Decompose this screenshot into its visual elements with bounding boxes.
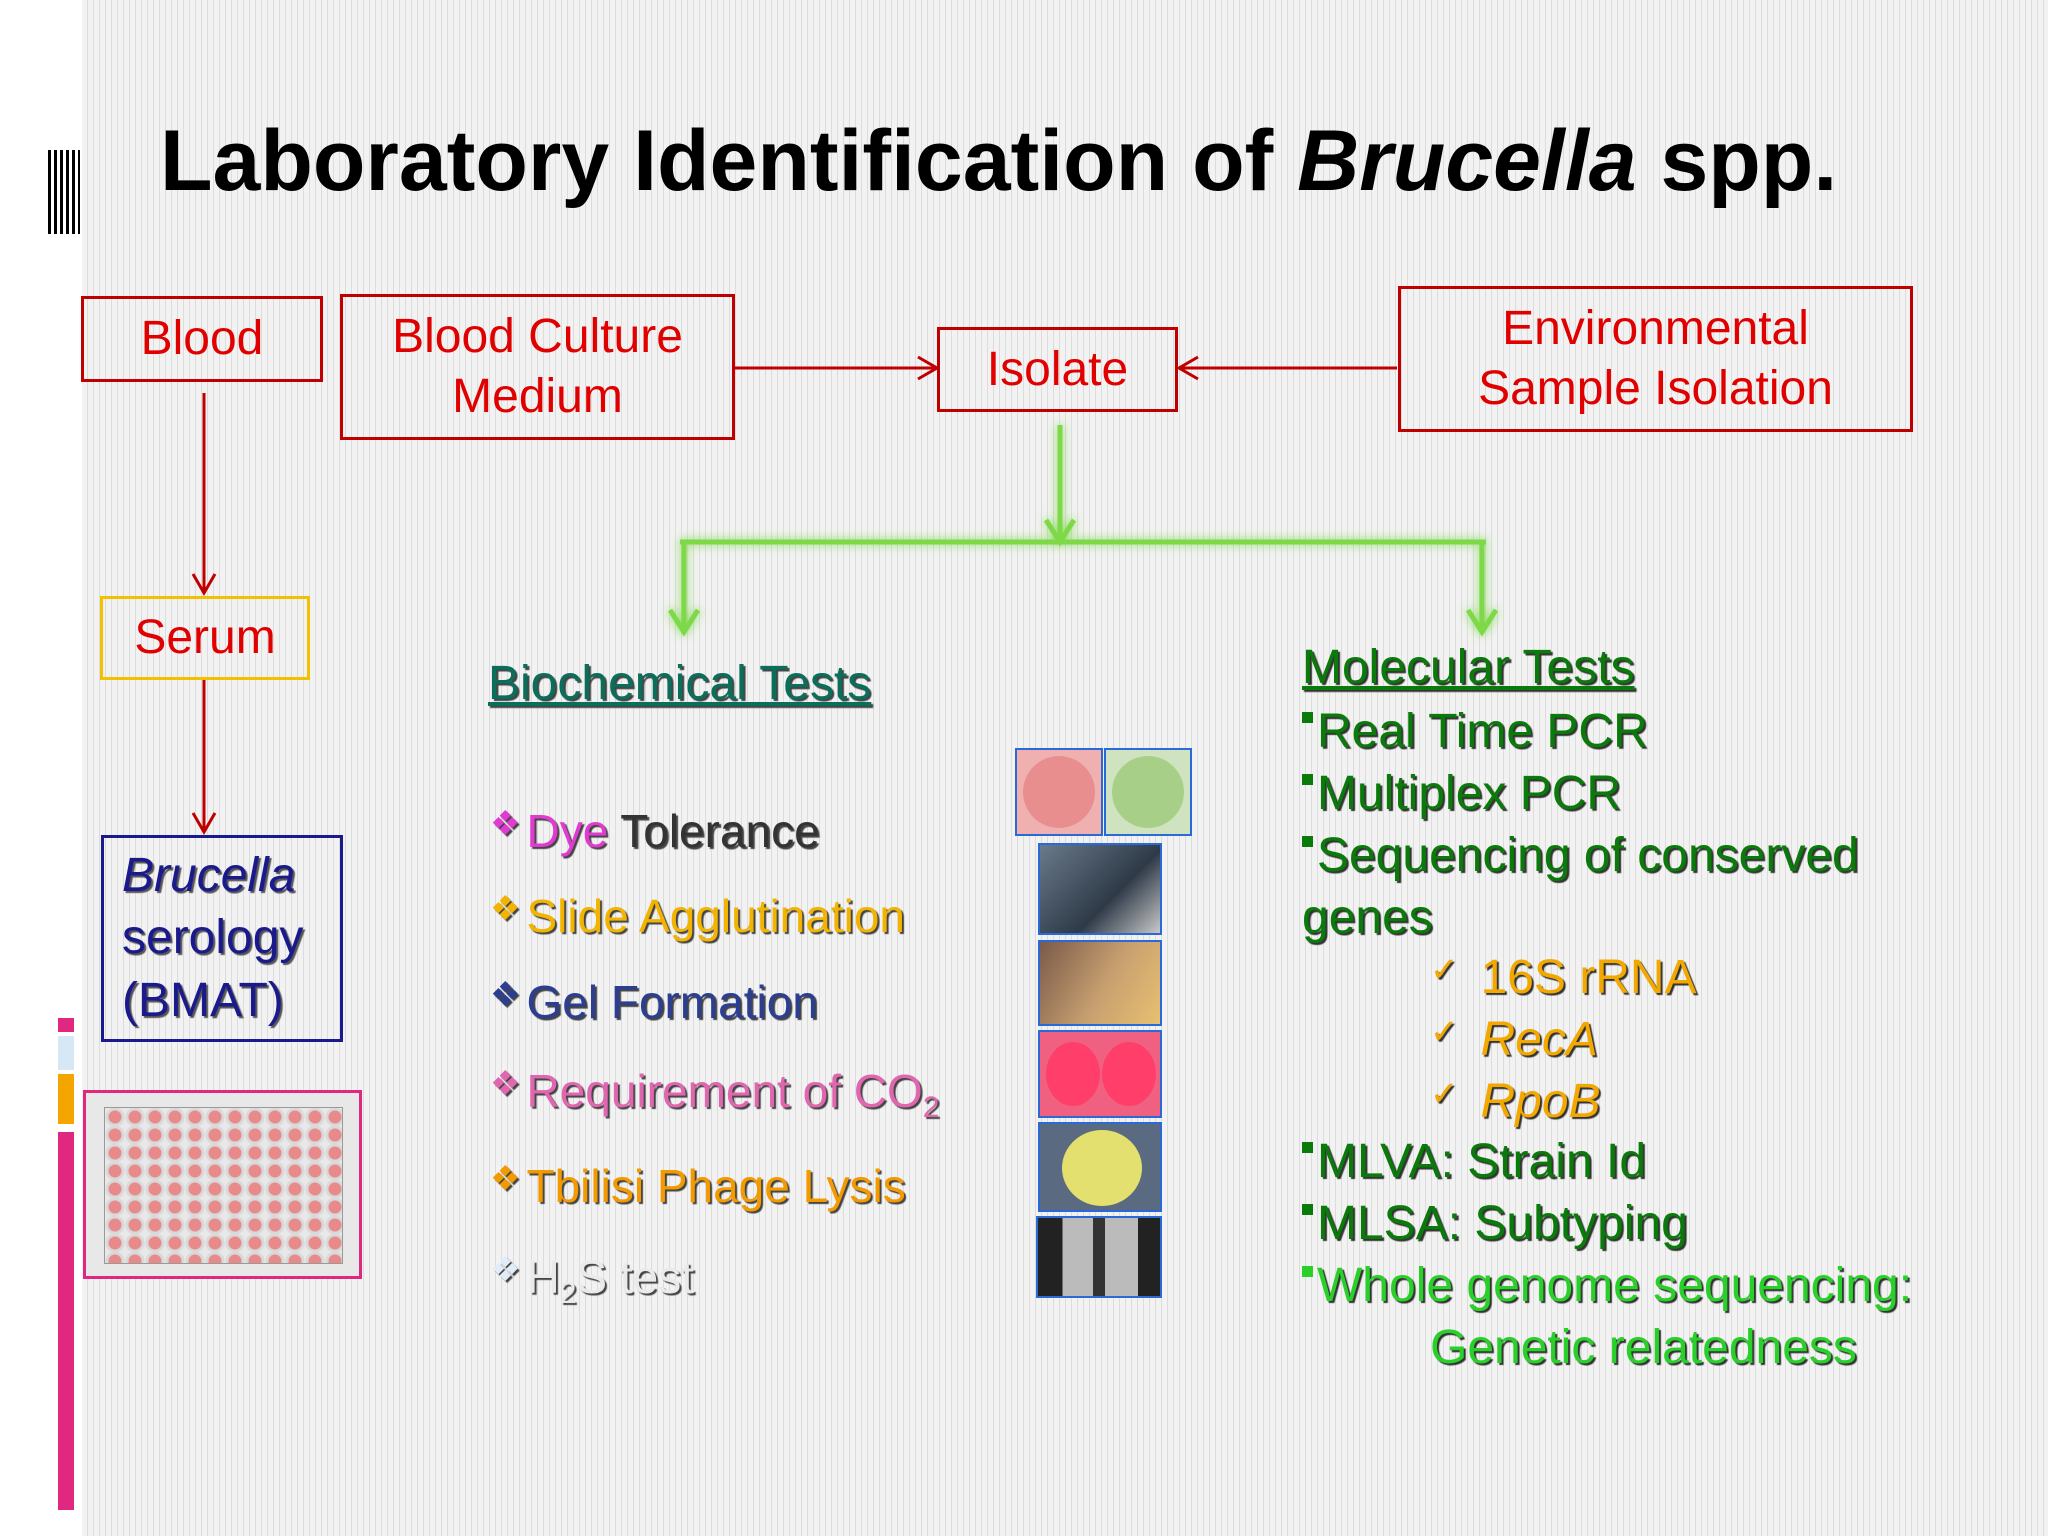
env-line2: Sample Isolation [1478,362,1833,415]
green-branch-tree [667,425,1499,637]
brucella-serology-box: Brucella serology (BMAT) [101,835,343,1042]
molecular-item-wgs: Whole genome sequencing: [1302,1258,1912,1313]
molecular-item-mlsa: MLSA: Subtyping [1302,1196,1688,1251]
blood-label: Blood [140,312,264,365]
molecular-item-wgs-cont: Genetic relatedness [1430,1321,1857,1374]
blood-box: Blood [81,296,323,382]
gene-item-reca: ✓RecA [1430,1013,1598,1066]
molecular-item-mlva: MLVA: Strain Id [1302,1134,1646,1189]
biochem-item-dye-tolerance: ❖Dye Tolerance [490,805,820,857]
molecular-heading: Molecular Tests [1302,641,1635,694]
phage-lysis-thumbnail [1038,1122,1162,1212]
environmental-sample-box: Environmental Sample Isolation [1398,286,1913,432]
left-margin [0,0,82,1536]
serum-box: Serum [100,596,310,680]
molecular-item-sequencing: Sequencing of conserved [1302,828,1859,883]
accent-bar-pink [58,1132,74,1510]
biochemical-heading: Biochemical Tests [488,657,872,710]
serology-line2: serology [122,911,304,965]
accent-bar-pink-top [58,1018,74,1032]
microplate-image [83,1090,362,1279]
co2-plates-thumbnail [1038,1030,1162,1118]
title-text-2: spp. [1636,113,1838,209]
serology-line1: Brucella [122,848,296,902]
molecular-item-multiplex-pcr: Multiplex PCR [1302,766,1621,821]
title-text-italic: Brucella [1297,113,1637,209]
page-title: Laboratory Identification of Brucella sp… [160,118,2040,204]
slide-agglutination-thumbnail [1038,843,1162,935]
gene-item-rpob: ✓RpoB [1430,1075,1601,1128]
serum-label: Serum [134,611,276,664]
molecular-item-sequencing-cont: genes [1302,891,1433,944]
biochem-item-tbilisi-phage: ❖Tbilisi Phage Lysis [490,1160,906,1212]
isolate-label: Isolate [986,342,1129,396]
biochem-item-gel-formation: ❖Gel Formation [490,976,818,1028]
gel-formation-thumbnail [1038,940,1162,1026]
molecular-item-real-time-pcr: Real Time PCR [1302,704,1648,759]
isolate-box: Isolate [937,327,1178,412]
blood-culture-line2: Medium [452,370,623,423]
title-decoration-bars [48,150,80,234]
env-line1: Environmental [1502,302,1809,355]
gene-item-16s-rrna: ✓16S rRNA [1430,951,1697,1004]
biochem-item-h2s-test: ❖H2S test [490,1251,695,1311]
accent-bar-lightblue [58,1036,74,1070]
accent-bar-orange [58,1074,74,1124]
dye-plate-green-thumbnail [1104,748,1192,836]
blood-culture-line1: Blood Culture [392,310,683,363]
dye-plate-pink-thumbnail [1015,748,1103,836]
serology-line3: (BMAT) [122,973,284,1027]
h2s-test-thumbnail [1036,1216,1162,1298]
biochem-item-slide-agglutination: ❖Slide Agglutination [490,890,905,942]
biochem-item-co2-requirement: ❖Requirement of CO2 [490,1065,940,1125]
title-text-1: Laboratory Identification of [160,113,1298,209]
blood-culture-medium-box: Blood Culture Medium [340,294,735,440]
